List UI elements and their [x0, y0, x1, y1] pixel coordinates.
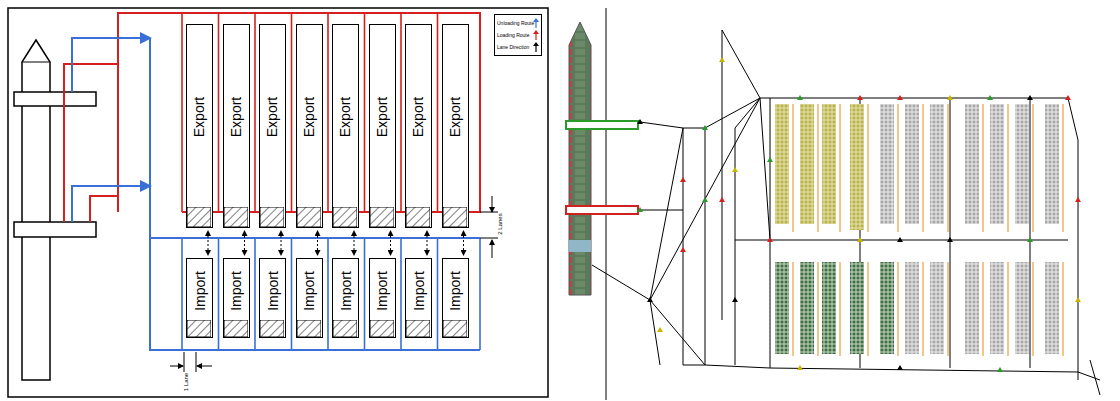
export-block: Export	[186, 24, 213, 228]
import-block: Import	[259, 258, 286, 338]
block-label: Import	[301, 271, 317, 311]
hatch-area	[297, 207, 321, 227]
block-label: Export	[411, 97, 427, 137]
block-label: Export	[301, 97, 317, 137]
dimension-label: 1 Lane	[183, 373, 189, 391]
block-label: Export	[338, 97, 354, 137]
export-block: Export	[369, 24, 396, 228]
hatch-area	[370, 207, 394, 227]
hatch-area	[260, 207, 284, 227]
export-block: Export	[405, 24, 432, 228]
legend-arrow	[533, 30, 539, 40]
legend-box: Unloading RouteLoading RouteLane Directi…	[494, 14, 542, 56]
legend-text: Unloading Route	[497, 20, 534, 26]
hatch-area	[224, 207, 248, 227]
import-block: Import	[296, 258, 323, 338]
hatch-area	[370, 320, 394, 337]
import-block: Import	[223, 258, 250, 338]
import-block: Import	[369, 258, 396, 338]
legend-row: Lane Direction	[496, 41, 540, 53]
legend-text: Loading Route	[497, 32, 530, 38]
hatch-area	[443, 320, 467, 337]
block-label: Import	[338, 271, 354, 311]
import-block: Import	[442, 258, 469, 338]
block-label: Export	[374, 97, 390, 137]
block-label: Import	[374, 271, 390, 311]
hatch-area	[297, 320, 321, 337]
legend-text: Lane Direction	[497, 44, 529, 50]
export-block: Export	[332, 24, 359, 228]
block-label: Import	[228, 271, 244, 311]
legend-arrow	[533, 42, 539, 52]
block-label: Import	[447, 271, 463, 311]
hatch-area	[260, 320, 284, 337]
hatch-area	[406, 320, 430, 337]
hatch-area	[187, 320, 211, 337]
hatch-area	[443, 207, 467, 227]
export-block: Export	[296, 24, 323, 228]
export-block: Export	[442, 24, 469, 228]
block-label: Import	[265, 271, 281, 311]
import-block: Import	[405, 258, 432, 338]
legend-row: Unloading Route	[496, 17, 540, 29]
hatch-area	[406, 207, 430, 227]
import-block: Import	[186, 258, 213, 338]
legend-row: Loading Route	[496, 29, 540, 41]
import-block: Import	[332, 258, 359, 338]
block-label: Export	[192, 97, 208, 137]
export-block: Export	[259, 24, 286, 228]
block-label: Export	[447, 97, 463, 137]
dimension-label: 2 Lanes	[497, 213, 503, 234]
block-label: Import	[411, 271, 427, 311]
export-block: Export	[223, 24, 250, 228]
block-label: Export	[265, 97, 281, 137]
block-label: Import	[192, 271, 208, 311]
hatch-area	[224, 320, 248, 337]
block-label: Export	[228, 97, 244, 137]
hatch-area	[187, 207, 211, 227]
hatch-area	[333, 207, 357, 227]
hatch-area	[333, 320, 357, 337]
